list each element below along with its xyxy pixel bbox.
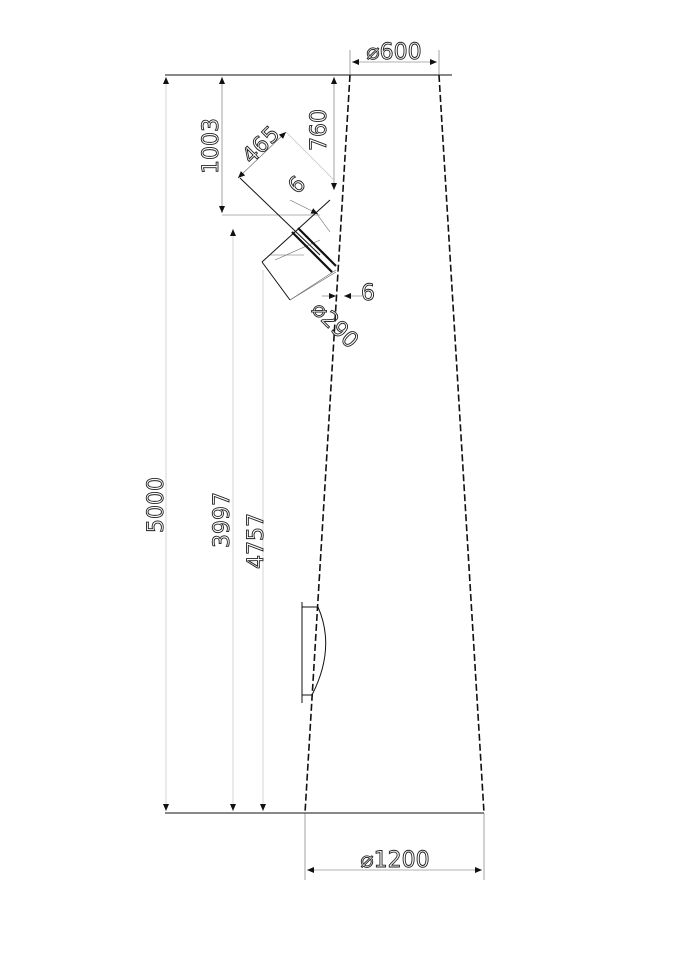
- branch-length-label: 465: [238, 122, 285, 169]
- cone-body: [304, 74, 485, 814]
- upper-offset-label: 1003: [199, 118, 224, 174]
- thickness-a-dimension: 6: [283, 171, 319, 215]
- branch-offset-label: 760: [307, 109, 332, 151]
- total-height-dimension: 5000: [144, 77, 169, 811]
- thickness-b-dimension: 6: [322, 281, 375, 306]
- branch-nozzle: [239, 177, 337, 301]
- nozzle-upper-edge: [239, 177, 321, 256]
- bottom-diameter-dimension: ⌀1200: [304, 813, 485, 880]
- nozzle-face: [261, 199, 331, 263]
- branch-offset-dimension: 760: [307, 77, 337, 190]
- thickness-b-label: 6: [361, 281, 375, 306]
- top-diameter-label: ⌀600: [366, 40, 421, 65]
- bottom-diameter-label: ⌀1200: [360, 848, 429, 873]
- cone-right-wall: [438, 74, 485, 814]
- nozzle-lower-edge: [261, 261, 291, 301]
- flange-line-2: [297, 227, 337, 267]
- thickness-a-label: 6: [284, 172, 312, 200]
- upper-offset-dimension: 1003: [199, 77, 225, 213]
- total-height-label: 5000: [144, 477, 169, 533]
- access-door: [301, 602, 327, 703]
- branch-diameter-label: ⌀290: [306, 297, 363, 354]
- lower-height-a-dimension: 3997: [210, 229, 236, 811]
- lower-height-b-label: 4757: [244, 513, 269, 569]
- top-diameter-dimension: ⌀600: [349, 40, 440, 75]
- flange-line-1: [291, 231, 333, 273]
- branch-diameter-dimension: ⌀290: [289, 271, 363, 354]
- lower-height-a-label: 3997: [210, 492, 235, 548]
- lower-height-b-dimension: 4757: [244, 270, 269, 811]
- door-arc: [311, 606, 327, 696]
- cone-left-wall: [304, 74, 351, 814]
